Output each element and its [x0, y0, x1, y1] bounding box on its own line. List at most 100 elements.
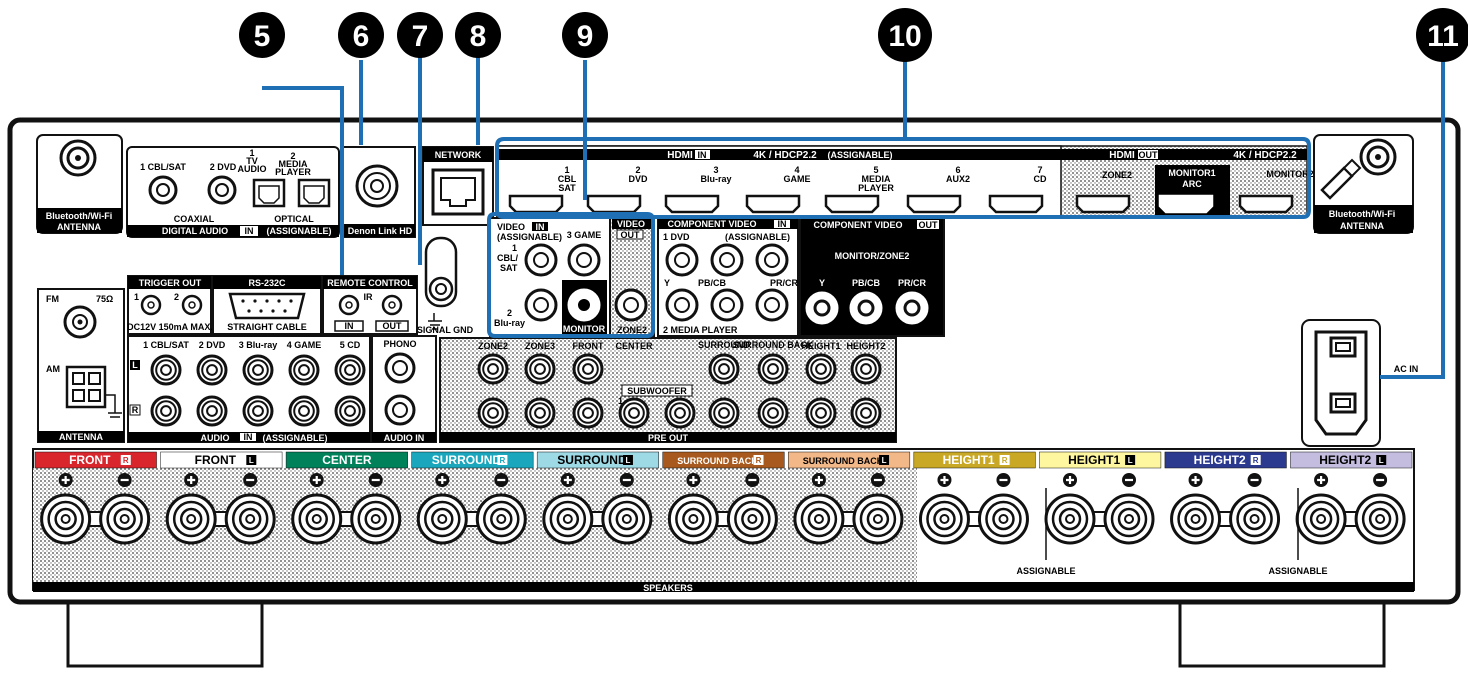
video-monitor-label: MONITOR — [563, 324, 606, 334]
speaker-side-badge: R — [1002, 456, 1008, 465]
network-label: NETWORK — [435, 150, 482, 160]
hdmi-in-badge: IN — [698, 150, 707, 160]
pre-height1-label: HEIGHT1 — [801, 341, 840, 351]
subwoofer-jack-2 — [664, 397, 696, 429]
audio-jack-r — [196, 395, 228, 427]
feet — [66, 604, 1386, 668]
speaker-channel-label: HEIGHT1 — [1068, 453, 1120, 467]
callout-6: 6 — [338, 12, 384, 58]
digital-in-badge: IN — [245, 226, 254, 236]
digital-audio-section: 1 CBL/SAT 2 DVD 1 TV AUDIO 2 MEDIA PLAYE… — [126, 146, 340, 238]
pre-sub-1-label: 1 — [618, 396, 623, 406]
speaker-channel-label: CENTER — [322, 453, 372, 467]
hdmi-out-monitor1-port — [1158, 194, 1214, 214]
component-in-section: COMPONENT VIDEO IN 1 DVD (ASSIGNABLE) Y … — [657, 217, 799, 337]
audio-jack-l — [242, 354, 274, 386]
bt-left-label-1: Bluetooth/Wi-Fi — [46, 211, 112, 221]
hdmi-out-label: HDMI — [1109, 150, 1135, 161]
trigger-2-label: 2 — [174, 292, 179, 302]
pre-out-jack-top — [524, 353, 556, 385]
comp-monitor-zone2-label: MONITOR/ZONE2 — [835, 251, 910, 261]
network-section: NETWORK — [422, 146, 494, 226]
speaker-side-badge: L — [1379, 456, 1384, 465]
callout-number: 7 — [412, 20, 429, 53]
pre-out-jacks — [477, 353, 882, 429]
pre-out-jack-top — [805, 353, 837, 385]
pre-zone2-label: ZONE2 — [478, 341, 508, 351]
hdmi-input-num: 7 — [1037, 165, 1042, 175]
hdmi-out-zone2-port — [1075, 194, 1131, 214]
video-out-badge: OUT — [621, 230, 641, 240]
rc-in-badge: IN — [345, 321, 354, 331]
trigger-1-label: 1 — [134, 292, 139, 302]
video-out-label: VIDEO — [617, 219, 645, 229]
speaker-channel: CENTER — [285, 451, 408, 545]
pre-height2-label: HEIGHT2 — [846, 341, 885, 351]
speaker-side-badge: L — [1128, 456, 1133, 465]
comp-out-y-label: Y — [819, 278, 825, 288]
callout-9: 9 — [562, 12, 608, 58]
phono-label: PHONO — [383, 339, 416, 349]
hdmi-monitor1-label: MONITOR1 — [1168, 168, 1215, 178]
comp-dvd-label: 1 DVD — [663, 232, 690, 242]
hdmi-input-num: 1 — [564, 165, 569, 175]
ac-in-label: AC IN — [1394, 364, 1419, 374]
audio-jack-l — [288, 354, 320, 386]
video-in-label: VIDEO — [497, 222, 525, 232]
callout-number: 11 — [1427, 20, 1459, 53]
opt-tv-2: TV — [246, 156, 258, 166]
audio-assignable: (ASSIGNABLE) — [263, 433, 328, 443]
trigger-out-label: TRIGGER OUT — [139, 278, 202, 288]
audio-dvd-label: 2 DVD — [199, 340, 226, 350]
video-game-label: 3 GAME — [567, 230, 602, 240]
callout-11: 11 — [1416, 8, 1468, 62]
speaker-side-badge: L — [882, 456, 887, 465]
hdmi-assignable: (ASSIGNABLE) — [828, 150, 893, 160]
audio-jack-r — [242, 395, 274, 427]
hdmi-input-port — [906, 194, 962, 214]
comp-in-label: COMPONENT VIDEO — [667, 219, 756, 229]
audio-cbl-label: 1 CBL/SAT — [143, 340, 189, 350]
hdmi-zone2-label: ZONE2 — [1102, 170, 1132, 180]
hdmi-input-port — [745, 194, 801, 214]
phono-section: PHONO AUDIO IN — [371, 335, 437, 443]
remote-control-label: REMOTE CONTROL — [327, 278, 413, 288]
ir-label: IR — [364, 292, 374, 302]
comp-out-pr-label: PR/CR — [898, 278, 927, 288]
hdmi-input-num: 6 — [955, 165, 960, 175]
rc-out-badge: OUT — [383, 321, 403, 331]
am-label: AM — [46, 364, 60, 374]
pre-out-section: PRE OUT ZONE2 ZONE3 FRONT CENTER SURROUN… — [439, 337, 897, 443]
remote-control-section: REMOTE CONTROL IR IN OUT — [322, 275, 418, 335]
speaker-side-badge: R — [123, 456, 129, 465]
comp-out-label: COMPONENT VIDEO — [813, 220, 902, 230]
video-assignable: (ASSIGNABLE) — [497, 232, 562, 242]
pre-surround-label: SURROUND — [698, 340, 751, 350]
hdmi-input-name2: SAT — [558, 183, 576, 193]
speaker-channel-label: FRONT — [69, 453, 111, 467]
pre-out-jack-top — [477, 353, 509, 385]
hdmi-out-monitor2-port — [1238, 194, 1294, 214]
opt-tv-1: 1 — [249, 148, 254, 158]
pre-out-jack-top — [572, 353, 604, 385]
hdmi-out-badge: OUT — [1139, 150, 1159, 160]
hdmi-input-num: 2 — [635, 165, 640, 175]
denon-link-section: Denon Link HD — [340, 146, 416, 238]
ac-in-section: AC IN — [1301, 319, 1419, 447]
analog-audio-jacks — [150, 354, 366, 427]
callout-7: 7 — [397, 12, 443, 58]
video-in-badge: IN — [536, 222, 545, 232]
comp-out-pb-label: PB/CB — [852, 278, 881, 288]
fm-am-antenna-section: FM 75Ω AM ANTENNA — [37, 288, 125, 443]
comp-y-label: Y — [664, 278, 670, 288]
video-bluray-1: 2 — [507, 308, 512, 318]
callout-number: 5 — [254, 20, 271, 53]
audio-jack-l — [196, 354, 228, 386]
speaker-side-badge: R — [500, 456, 506, 465]
pre-out-jack-bottom — [524, 397, 556, 429]
denon-link-label: Denon Link HD — [348, 226, 413, 236]
